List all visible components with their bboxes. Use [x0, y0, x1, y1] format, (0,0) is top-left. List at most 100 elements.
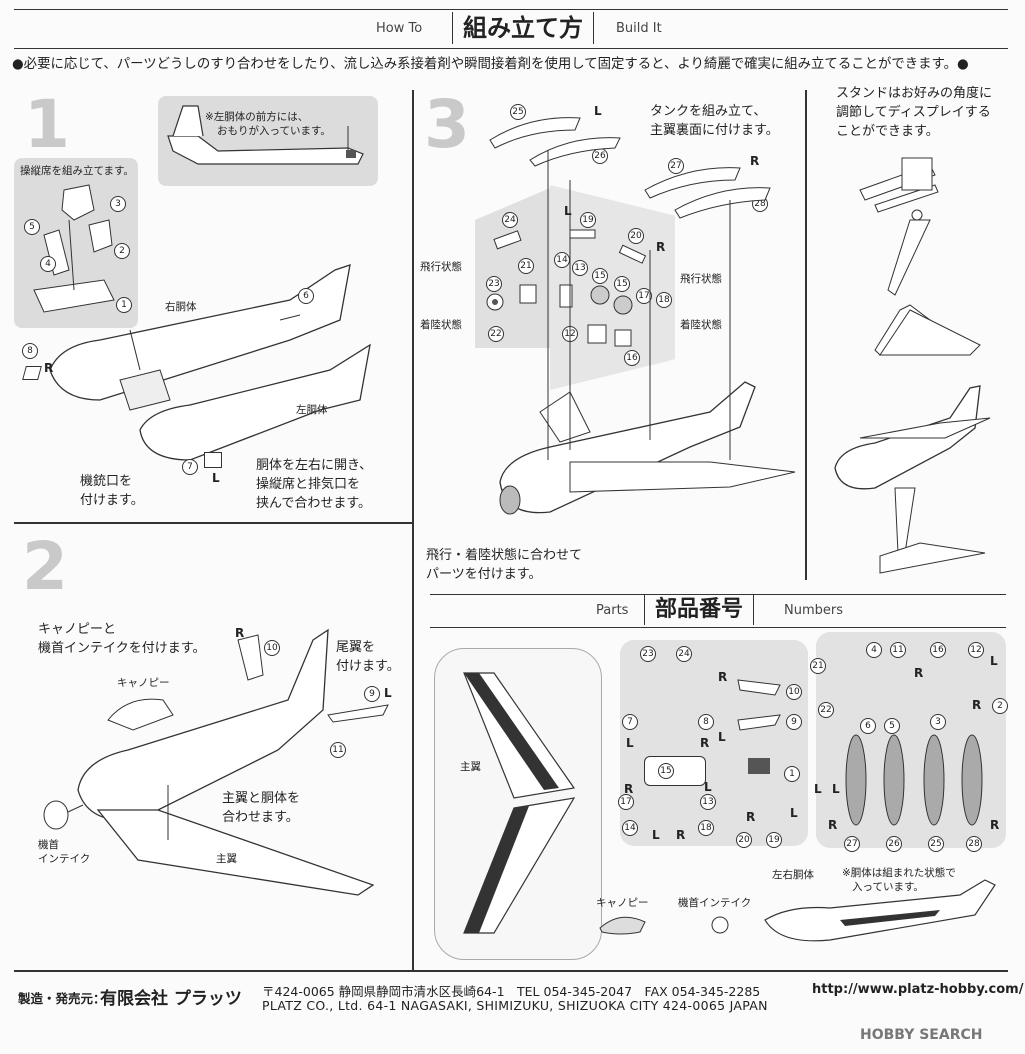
runner-b-parts-drawing [737, 679, 781, 774]
parts-callout-1: 1 [784, 766, 800, 782]
cockpit-parts-drawing [33, 184, 115, 313]
parts-callout-28: 28 [966, 836, 982, 852]
parts-callout-6: 6 [860, 718, 876, 734]
maker-label: 製造・発売元： [18, 991, 106, 1006]
parts-callout-24: 24 [676, 646, 692, 662]
callout-15a: 15 [592, 268, 608, 284]
parts-callout-19: 19 [766, 832, 782, 848]
step-number-3: 3 [424, 86, 470, 163]
callout-1: 1 [116, 297, 132, 313]
parts-callout-15: 15 [658, 763, 674, 779]
intake-label-2: インテイク [38, 853, 91, 865]
callout-21: 21 [518, 258, 534, 274]
canopy-label: キャノピー [117, 677, 170, 689]
wing-text-2: 合わせます。 [222, 810, 299, 825]
parts-fuselage-note-1: ※胴体は組まれた状態で [842, 867, 956, 879]
parts-side-r-27: R [828, 818, 838, 832]
parts-side-l-7: L [626, 736, 634, 750]
parts-side-r-2: R [972, 698, 982, 712]
parts-side-r-11: R [914, 666, 924, 680]
parts-callout-22: 22 [818, 702, 834, 718]
parts-callout-14: 14 [622, 820, 638, 836]
parts-side-l-19: L [790, 806, 798, 820]
callout-11: 11 [330, 742, 346, 758]
parts-fuselage-label: 左右胴体 [772, 869, 814, 881]
stand-text-1: スタンドはお好みの角度に [836, 86, 993, 101]
callout-19: 19 [580, 212, 596, 228]
body-text-2: 操縦席と排気口を [256, 477, 361, 492]
parts-callout-25: 25 [928, 836, 944, 852]
part-7-drawing [204, 452, 222, 468]
callout-3: 3 [110, 196, 126, 212]
loose-parts-drawing [599, 879, 996, 942]
tail-text-1: 尾翼を [336, 640, 376, 655]
website-link[interactable]: http://www.platz-hobby.com/ [812, 982, 1024, 997]
parts-fuselage-note-2: 入っています。 [852, 881, 924, 893]
tail-text-2: 付けます。 [336, 659, 400, 674]
parts-callout-2: 2 [992, 698, 1008, 714]
cockpit-note: 操縦席を組み立てます。 [20, 165, 134, 177]
parts-callout-8: 8 [698, 714, 714, 730]
flight-label-right: 飛行状態 [680, 273, 722, 285]
side-r-8: R [44, 361, 54, 375]
callout-6: 6 [298, 288, 314, 304]
parts-callout-16: 16 [930, 642, 946, 658]
footer-divider [14, 970, 1008, 972]
parts-callout-20: 20 [736, 832, 752, 848]
parts-side-l-8: L [718, 730, 726, 744]
callout-27: 27 [668, 158, 684, 174]
address-en: PLATZ CO., Ltd. 64-1 NAGASAKI, SHIMIZUKU… [262, 998, 768, 1013]
parts-title: 部品番号 [644, 595, 755, 625]
parts-intake-label: 機首インテイク [678, 897, 752, 909]
parts-side-l-14: L [652, 828, 660, 842]
parts-callout-7: 7 [622, 714, 638, 730]
callout-2: 2 [114, 243, 130, 259]
side-l-25: L [594, 104, 602, 118]
callout-22: 22 [488, 326, 504, 342]
callout-7: 7 [182, 459, 198, 475]
runner-c-tanks-drawing [845, 734, 983, 826]
maker-name: 有限会社 プラッツ [100, 989, 242, 1009]
landing-label-left: 着陸状態 [420, 319, 462, 331]
stand-assembled-drawing [834, 385, 991, 574]
callout-20: 20 [628, 228, 644, 244]
parts-side-r-10: R [718, 670, 728, 684]
callout-24: 24 [502, 212, 518, 228]
parts-side-r-17: R [624, 782, 634, 796]
part-8-drawing [22, 366, 42, 380]
parts-callout-26: 26 [886, 836, 902, 852]
parts-side-l-13: L [704, 780, 712, 794]
flight-label-left: 飛行状態 [420, 261, 462, 273]
body-text-3: 挟んで合わせます。 [256, 496, 372, 511]
callout-4: 4 [40, 256, 56, 272]
runner-main-wing [434, 648, 602, 960]
main-wing-part-drawing [463, 672, 576, 934]
parts-callout-3: 3 [930, 714, 946, 730]
callout-18: 18 [656, 292, 672, 308]
tank-drawings [489, 117, 771, 219]
divider-step1-step3 [412, 90, 414, 523]
watermark: HOBBY SEARCH [860, 1027, 983, 1043]
divider-step2-parts [412, 522, 414, 970]
wing-text-1: 主翼と胴体を [222, 791, 301, 806]
intake-label-1: 機首 [38, 839, 59, 851]
canopy-text-1: キャノピーと [38, 622, 117, 637]
stand-text-3: ことができます。 [836, 124, 939, 139]
fuselage-weight-drawing [167, 105, 364, 165]
canopy-text-2: 機首インテイクを付けます。 [38, 641, 206, 656]
parts-callout-17: 17 [618, 794, 634, 810]
callout-16: 16 [624, 350, 640, 366]
body-text-1: 胴体を左右に開き、 [256, 458, 373, 473]
callout-17: 17 [636, 288, 652, 304]
parts-callout-23: 23 [640, 646, 656, 662]
tank-text-1: タンクを組み立て、 [650, 104, 767, 119]
weight-note-2: おもりが入っています。 [217, 125, 331, 137]
step3-assembly-lines [547, 150, 731, 460]
step3-plane-drawing [499, 381, 796, 515]
main-wing-label: 主翼 [216, 853, 237, 865]
callout-5: 5 [24, 219, 40, 235]
side-r-27: R [750, 154, 760, 168]
parts-side-r-20: R [746, 810, 756, 824]
parts-side-r-28: R [990, 818, 1000, 832]
step1-fuselage-drawing [49, 264, 371, 461]
